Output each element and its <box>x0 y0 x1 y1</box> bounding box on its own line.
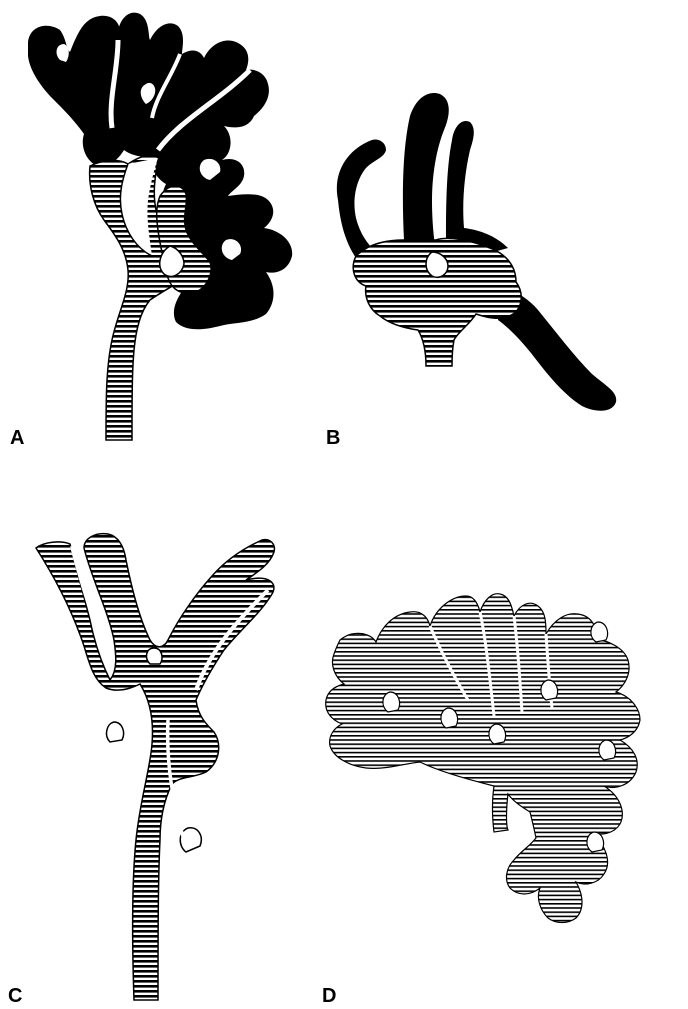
panel-label-d: D <box>322 986 336 1006</box>
panel-label-b: B <box>326 428 340 448</box>
panel-d-notch-2 <box>489 724 506 744</box>
panel-d-hatched-fan <box>326 594 640 923</box>
panel-b-drawing <box>337 93 616 411</box>
panel-c-drawing <box>36 534 274 1000</box>
panel-label-a: A <box>10 428 24 448</box>
panel-d-notch-1 <box>541 680 558 700</box>
panel-c-notch-mid <box>107 722 124 742</box>
panel-d-notch-5 <box>599 740 616 760</box>
panel-d-notch-4 <box>591 622 608 642</box>
panel-d-notch-7 <box>383 692 400 712</box>
panel-d-drawing <box>326 594 640 923</box>
panel-a-drawing <box>28 13 292 440</box>
panel-b-short-arm <box>446 121 508 258</box>
panel-d-notch-3 <box>441 708 458 728</box>
panel-label-c: C <box>8 986 22 1006</box>
panel-b-left-curl <box>337 139 386 258</box>
panel-c-notch-top <box>147 648 162 664</box>
panel-c-hatched-tree <box>36 534 274 1000</box>
panel-d-notch-6 <box>587 832 604 852</box>
panel-b-tall-arm <box>403 93 449 254</box>
